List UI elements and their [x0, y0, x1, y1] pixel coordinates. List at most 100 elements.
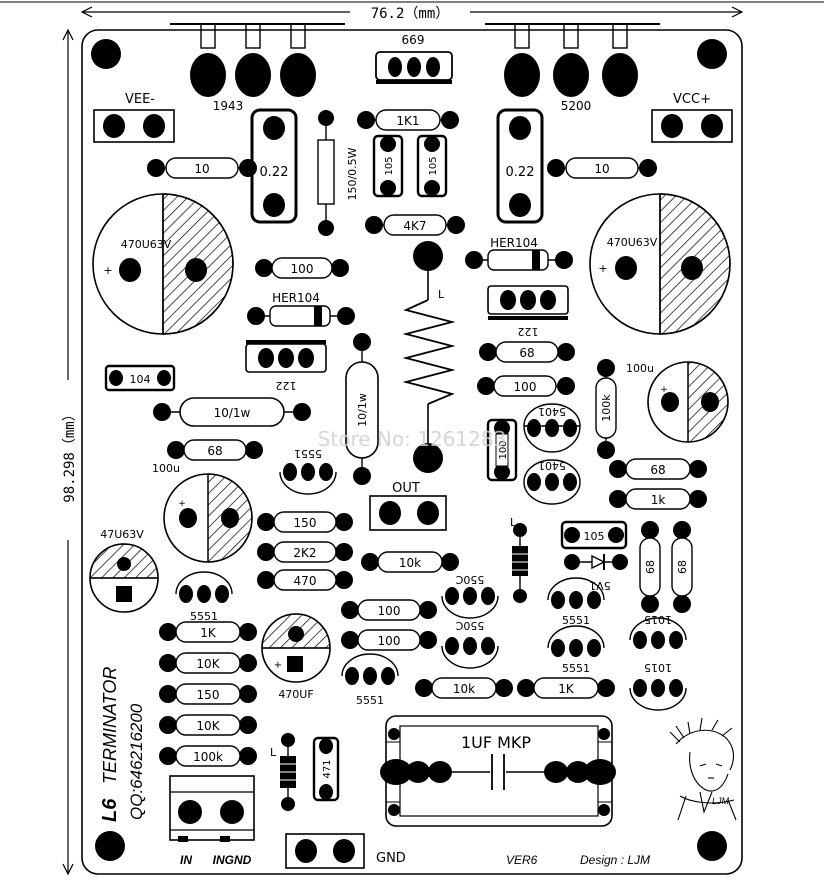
store-watermark: Store No: 1261283 [318, 427, 507, 451]
svg-text:68: 68 [519, 346, 534, 360]
capacitor-1uf-mkp: 1UF MKP [380, 715, 616, 827]
resistor-68-v2: 68 [671, 521, 693, 613]
design-label: Design : LJM [580, 853, 650, 867]
resistor-150: 150 [257, 511, 353, 533]
transistor-1943: 1943 [170, 23, 345, 113]
resistor-100-b: 100 [341, 629, 437, 651]
resistor-10-right: 10 [547, 157, 657, 179]
svg-text:4K7: 4K7 [403, 219, 426, 233]
version-label: VER6 [506, 853, 538, 867]
label-vee: VEE- [125, 92, 155, 107]
transistor-550c-b: 550C [441, 619, 499, 669]
transistor-5551-e: 5551 [341, 653, 399, 707]
resistor-10-left: 10 [147, 157, 257, 179]
svg-text:2K2: 2K2 [293, 546, 316, 560]
svg-text:1UF MKP: 1UF MKP [461, 733, 531, 752]
transistor-122-right: 122 [487, 285, 569, 338]
svg-text:122: 122 [276, 379, 297, 392]
label-5200: 5200 [561, 99, 592, 113]
svg-text:105: 105 [384, 156, 395, 175]
capacitor-105-a: 105 [372, 134, 404, 198]
resistor-1k-left: 1K [159, 621, 257, 643]
svg-text:10/1w: 10/1w [214, 406, 251, 420]
width-label: 76.2（mm） [371, 6, 450, 22]
svg-text:0.22: 0.22 [260, 165, 289, 180]
transistor-1015-a: 1015 [629, 613, 687, 649]
svg-text:5401: 5401 [538, 405, 566, 418]
inductor-output: L [402, 241, 456, 473]
svg-text:1K1: 1K1 [396, 114, 419, 128]
capacitor-105-b: 105 [416, 134, 448, 198]
transistor-669: 669 [375, 33, 453, 84]
svg-text:1015: 1015 [644, 661, 672, 674]
inductor-l-mid: L [510, 516, 528, 603]
connector-vee: VEE- [93, 92, 175, 143]
svg-text:5401: 5401 [538, 459, 566, 472]
svg-text:100k: 100k [193, 750, 223, 764]
svg-text:5551: 5551 [562, 662, 590, 675]
transistor-5401-b: 5401 [523, 459, 581, 505]
svg-text:+: + [598, 262, 607, 275]
capacitor-105-c: 105 [560, 520, 628, 550]
svg-text:68: 68 [644, 560, 657, 574]
svg-text:IN: IN [180, 853, 192, 867]
resistor-1k-bottom: 1K [517, 677, 615, 699]
svg-text:L: L [438, 288, 445, 301]
svg-text:10/1w: 10/1w [356, 393, 369, 427]
resistor-100-left: 100 [255, 257, 349, 279]
svg-text:470: 470 [294, 574, 317, 588]
svg-text:10: 10 [594, 162, 609, 176]
resistor-10k-left: 10K [159, 652, 257, 674]
resistor-68-left: 68 [167, 439, 263, 461]
transistor-1015-b: 1015 [629, 661, 687, 711]
svg-text:L: L [270, 746, 277, 759]
resistor-150-left: 150 [159, 683, 257, 705]
capacitor-100u-left: 100u + [152, 462, 253, 563]
svg-text:104: 104 [130, 373, 151, 386]
input-terminal-block: IN INGND [169, 775, 255, 867]
svg-text:100: 100 [378, 604, 401, 618]
svg-text:L: L [510, 516, 517, 529]
capacitor-471: 471 [312, 736, 340, 802]
svg-text:105: 105 [584, 530, 605, 543]
svg-text:+: + [103, 264, 112, 277]
zener-5v1: 5V1 [564, 554, 628, 592]
brand-name: TERMINATOR [100, 667, 120, 784]
svg-text:100: 100 [291, 262, 314, 276]
resistor-100-a: 100 [341, 599, 437, 621]
brand-title: L6 TERMINATOR QQ:646216200 [99, 667, 146, 822]
svg-text:5551: 5551 [356, 694, 384, 707]
resistor-1k1: 1K1 [357, 109, 459, 131]
svg-text:1015: 1015 [644, 613, 672, 626]
resistor-1k-right: 1k [609, 488, 707, 510]
svg-text:10k: 10k [453, 682, 475, 696]
capacitor-104: 104 [104, 364, 176, 392]
mounting-holes [91, 39, 727, 861]
svg-text:100u: 100u [152, 462, 180, 475]
svg-text:100: 100 [378, 634, 401, 648]
resistor-022-left: 0.22 [250, 108, 298, 224]
board-outline [81, 29, 743, 875]
connector-vcc: VCC+ [651, 92, 733, 143]
svg-text:470U63V: 470U63V [121, 238, 172, 251]
resistor-150-05w: 150/0.5W [317, 110, 359, 236]
width-dimension: 76.2（mm） [80, 4, 744, 22]
svg-text:10k: 10k [399, 556, 421, 570]
svg-text:100: 100 [498, 440, 509, 459]
svg-text:HER104: HER104 [272, 291, 320, 305]
svg-text:470U63V: 470U63V [607, 236, 658, 249]
resistor-10-1w-horizontal: 10/1w [153, 397, 311, 427]
svg-text:5551: 5551 [294, 447, 322, 460]
connector-out: OUT [369, 481, 447, 531]
svg-text:550C: 550C [455, 619, 484, 632]
transistor-5551-c: 5551 [547, 577, 605, 627]
transistor-5551-b: 5551 [175, 571, 233, 623]
qq-number: QQ:646216200 [127, 703, 146, 820]
designer-portrait-sketch: LJM [669, 717, 737, 821]
svg-text:471: 471 [322, 759, 333, 778]
svg-text:10K: 10K [196, 719, 220, 733]
svg-text:+: + [178, 499, 186, 509]
label-vcc: VCC+ [673, 92, 711, 107]
signature-text: LJM [712, 796, 730, 806]
transistor-5401-a: 5401 [523, 403, 581, 453]
